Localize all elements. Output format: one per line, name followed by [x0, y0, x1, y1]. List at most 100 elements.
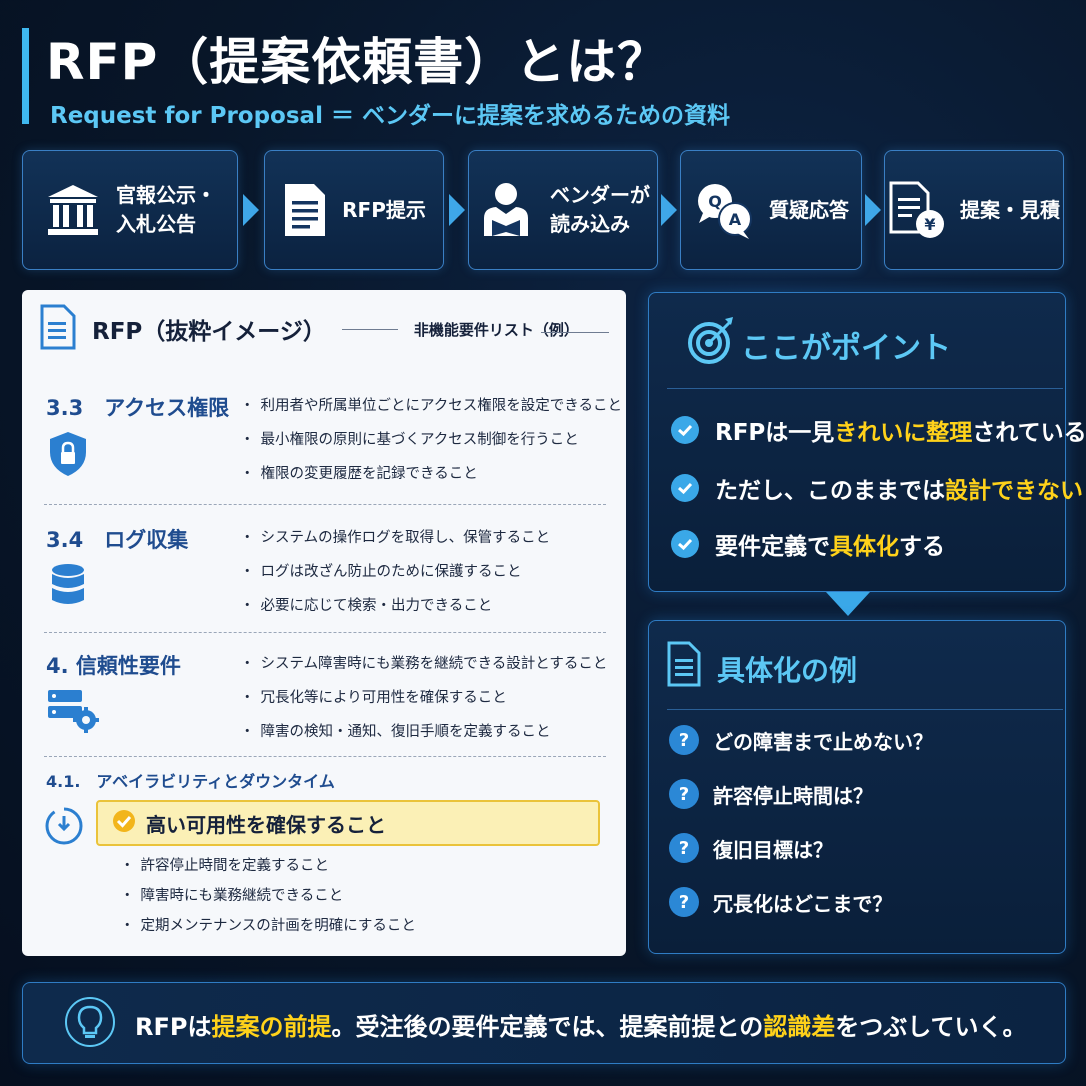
server-gear-icon	[46, 686, 100, 738]
example-text: 復旧目標は？	[713, 837, 833, 862]
example-text: 冗長化はどこまで？	[713, 891, 893, 916]
text: する	[899, 534, 945, 560]
example-item: ? 冗長化はどこまで？	[669, 887, 892, 917]
government-building-icon	[44, 181, 102, 239]
text: されている	[972, 420, 1086, 446]
person-reading-icon	[476, 180, 536, 240]
text: 要件定義で	[715, 534, 830, 560]
example-item: ? 許容停止時間は？	[669, 779, 873, 809]
question-icon: ?	[669, 887, 699, 917]
text: をつぶしていく。	[835, 1013, 1027, 1041]
document-icon	[282, 181, 328, 239]
list-item: 障害の検知・通知、復旧手順を定義すること	[240, 722, 607, 756]
list-item: 許容停止時間を定義すること	[120, 856, 416, 886]
flow-step-label: 提案・見積	[960, 197, 1060, 222]
rfp-header: RFP（抜粋イメージ） 非機能要件リスト（例）	[40, 304, 579, 354]
check-icon	[671, 530, 699, 558]
check-icon	[112, 809, 136, 837]
subsection-title: 4.1. アベイラビリティとダウンタイム	[46, 772, 335, 791]
text: ただし、このままでは	[715, 478, 945, 504]
text: RFPは	[135, 1013, 212, 1041]
divider	[341, 328, 398, 330]
rfp-section-access: 3.3 アクセス権限 利用者や所属単位ごとにアクセス権限を設定できること 最小権…	[44, 392, 622, 502]
list-item: 必要に応じて検索・出力できること	[240, 596, 550, 630]
highlight-requirement: 高い可用性を確保すること	[96, 800, 600, 846]
rfp-subtitle: 非機能要件リスト（例）	[413, 320, 579, 339]
divider	[667, 709, 1063, 710]
example-text: 許容停止時間は？	[713, 783, 873, 808]
section-title: 4. 信頼性要件	[46, 654, 181, 678]
list-item: 利用者や所属単位ごとにアクセス権限を設定できること	[240, 396, 622, 430]
section-divider	[44, 756, 606, 757]
divider	[667, 388, 1063, 389]
section-bullets: システムの操作ログを取得し、保管すること ログは改ざん防止のために保護すること …	[240, 528, 551, 630]
svg-text:A: A	[729, 210, 742, 229]
list-item: システムの操作ログを取得し、保管すること	[240, 528, 551, 562]
svg-text:Q: Q	[708, 192, 722, 211]
emphasis: 提案の前提	[211, 1013, 332, 1041]
list-item: 冗長化等により可用性を確保すること	[240, 688, 607, 722]
summary-banner: RFPは提案の前提。受注後の要件定義では、提案前提との認識差をつぶしていく。	[22, 982, 1066, 1064]
document-yen-icon: ¥	[888, 180, 946, 240]
flow-step-1: 官報公示・ 入札公告	[22, 150, 238, 270]
point-text: RFPは一見きれいに整理されている	[715, 413, 1086, 447]
question-icon: ?	[669, 833, 699, 863]
flow-step-2: RFP提示	[264, 150, 444, 270]
section-bullets: システム障害時にも業務を継続できる設計とすること 冗長化等により可用性を確保する…	[240, 654, 608, 756]
rfp-section-log: 3.4 ログ収集 システムの操作ログを取得し、保管すること ログは改ざん防止のた…	[44, 524, 604, 634]
point-item: RFPは一見きれいに整理されている	[671, 413, 1086, 447]
list-item: システム障害時にも業務を継続できる設計とすること	[240, 654, 608, 688]
flow-step-5: ¥ 提案・見積	[884, 150, 1064, 270]
question-icon: ?	[669, 725, 699, 755]
section-divider	[44, 632, 606, 633]
list-item: 定期メンテナンスの計画を明確にすること	[120, 916, 416, 946]
flow-arrow-icon	[661, 194, 677, 226]
section-bullets: 利用者や所属単位ごとにアクセス権限を設定できること 最小権限の原則に基づくアクセ…	[240, 396, 622, 498]
document-icon	[667, 641, 701, 691]
flow-step-3: ベンダーが 読み込み	[468, 150, 658, 270]
page-subtitle: Request for Proposal ＝ ベンダーに提案を求めるための資料	[50, 103, 730, 129]
point-title: ここがポイント	[741, 331, 951, 366]
list-item: 権限の変更履歴を記録できること	[240, 464, 622, 498]
point-item: 要件定義で具体化する	[671, 527, 945, 561]
list-item: ログは改ざん防止のために保護すること	[240, 562, 550, 596]
flow-step-label: 官報公示・ 入札公告	[116, 183, 216, 236]
text: RFPは一見	[715, 420, 835, 446]
svg-text:¥: ¥	[924, 215, 935, 234]
emphasis: 設計できない	[945, 478, 1083, 504]
flow-arrow-icon	[865, 194, 881, 226]
question-icon: ?	[669, 779, 699, 809]
flow-step-label: RFP提示	[342, 197, 426, 222]
database-icon	[50, 562, 86, 614]
text: 。受注後の要件定義では、提案前提との	[331, 1013, 764, 1041]
rfp-section-reliability: 4. 信頼性要件 システム障害時にも業務を継続できる設計とすること 冗長化等によ…	[44, 650, 608, 760]
shield-lock-icon	[48, 430, 88, 482]
flow-arrow-icon	[449, 194, 465, 226]
check-icon	[671, 474, 699, 502]
document-icon	[40, 304, 76, 354]
example-text: どの障害まで止めない？	[713, 729, 933, 754]
check-icon	[671, 416, 699, 444]
list-item: 障害時にも業務継続できること	[120, 886, 416, 916]
clock-icon	[44, 806, 84, 850]
target-icon	[687, 315, 737, 369]
down-arrow-icon	[826, 592, 870, 616]
title-accent-bar	[22, 28, 29, 124]
point-panel: ここがポイント RFPは一見きれいに整理されている ただし、このままでは設計でき…	[648, 292, 1086, 592]
example-item: ? 復旧目標は？	[669, 833, 833, 863]
section-title: 3.3 アクセス権限	[46, 396, 230, 420]
point-text: 要件定義で具体化する	[715, 527, 945, 561]
examples-title: 具体化の例	[717, 654, 858, 687]
point-item: ただし、このままでは設計できない	[671, 471, 1083, 505]
list-item: 最小権限の原則に基づくアクセス制御を行うこと	[240, 430, 622, 464]
lightbulb-icon	[63, 995, 117, 1057]
flow-step-label: 質疑応答	[769, 197, 849, 222]
emphasis: きれいに整理	[834, 420, 973, 446]
banner-text: RFPは提案の前提。受注後の要件定義では、提案前提との認識差をつぶしていく。	[135, 1007, 1027, 1042]
page-title: RFP（提案依頼書）とは？	[46, 33, 669, 91]
highlight-text: 高い可用性を確保すること	[146, 812, 386, 837]
emphasis: 具体化	[830, 534, 899, 560]
subsection-bullets: 許容停止時間を定義すること 障害時にも業務継続できること 定期メンテナンスの計画…	[120, 856, 416, 946]
